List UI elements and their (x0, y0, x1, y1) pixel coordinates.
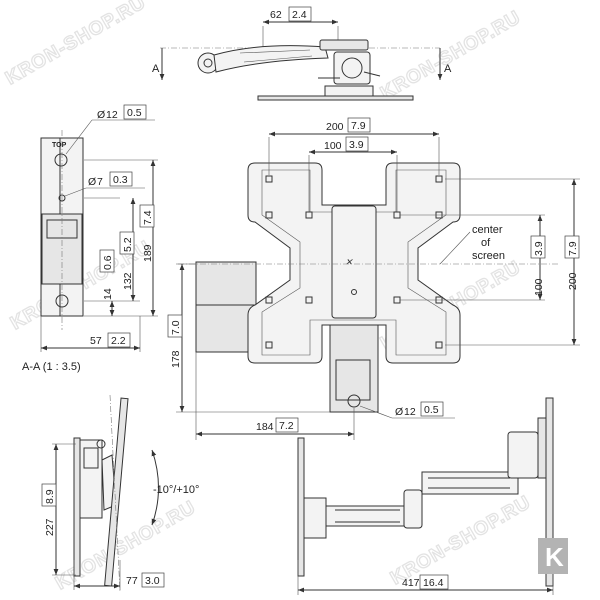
dim-57-in: 2.2 (111, 335, 126, 347)
top-view: 62 2.4 A A (152, 6, 452, 101)
dim-132-mm: 132 (122, 272, 134, 290)
dim-200w-mm: 200 (326, 121, 344, 133)
tv-plate (545, 397, 554, 587)
dia7-mm: 7 (97, 176, 103, 188)
dim-200h-mm: 200 (567, 272, 579, 290)
dia7-prefix: Ø (88, 176, 96, 188)
dia12-in: 0.5 (127, 107, 142, 119)
front-dia12-in: 0.5 (424, 404, 439, 416)
dim-184-mm: 184 (256, 421, 274, 433)
dim-100w-mm: 100 (324, 140, 342, 152)
dim-132-in: 5.2 (122, 237, 134, 252)
watermark-2: KRON-SHOP.RU (377, 7, 525, 104)
dim-62-in: 2.4 (292, 9, 307, 21)
shop-logo: K (538, 538, 568, 574)
dim-57-mm: 57 (90, 335, 102, 347)
dim-227-in: 8.9 (44, 489, 56, 504)
top-gear-icon (54, 153, 68, 167)
front-view: ✕ 200 7.9 100 3.9 center of screen 100 3… (167, 117, 580, 440)
center-label-1: center (472, 224, 503, 236)
dim-417-mm: 417 (402, 577, 420, 589)
dim-14-mm: 14 (102, 288, 114, 300)
front-dia12-prefix: Ø (395, 406, 403, 418)
dia12-mm: 12 (106, 109, 118, 121)
dim-100h-mm: 100 (533, 278, 545, 296)
tilt-view: -10°/+10° 227 8.9 77 3.0 (41, 394, 199, 593)
front-dia12-mm: 12 (404, 406, 416, 418)
dim-77-in: 3.0 (145, 575, 160, 587)
center-label-2: of (481, 237, 491, 249)
dim-189-mm: 189 (142, 244, 154, 262)
section-mark-a-right: A (444, 63, 452, 75)
swing-view: 417 16.4 (297, 397, 554, 595)
dim-178-in: 7.0 (170, 320, 182, 335)
brand-logo-icon: ✕ (345, 257, 353, 267)
dim-14-in: 0.6 (102, 255, 114, 270)
dim-77-mm: 77 (126, 575, 138, 587)
top-label: TOP (52, 142, 67, 149)
side-section-view: TOP Ø 12 0.5 Ø 7 0.3 14 0.6 132 5.2 189 (22, 104, 158, 373)
dim-184-in: 7.2 (279, 420, 294, 432)
dim-100w-in: 3.9 (349, 139, 364, 151)
dia12-prefix: Ø (97, 109, 105, 121)
center-label-3: screen (472, 250, 505, 262)
wall-plate (297, 437, 305, 577)
dim-189-in: 7.4 (142, 210, 154, 225)
dim-200w-in: 7.9 (351, 120, 366, 132)
section-mark-a-left: A (152, 63, 160, 75)
tilt-label: -10°/+10° (153, 484, 199, 496)
section-caption: A-A (1 : 3.5) (22, 361, 81, 373)
watermark-1: KRON-SHOP.RU (2, 0, 150, 89)
dim-417-in: 16.4 (423, 577, 444, 589)
dia7-in: 0.3 (113, 174, 128, 186)
dim-100h-in: 3.9 (533, 241, 545, 256)
dim-200h-in: 7.9 (567, 241, 579, 256)
dim-178-mm: 178 (170, 350, 182, 368)
dim-227-mm: 227 (44, 518, 56, 536)
logo-letter: K (545, 542, 564, 572)
dim-62-mm: 62 (270, 9, 282, 21)
